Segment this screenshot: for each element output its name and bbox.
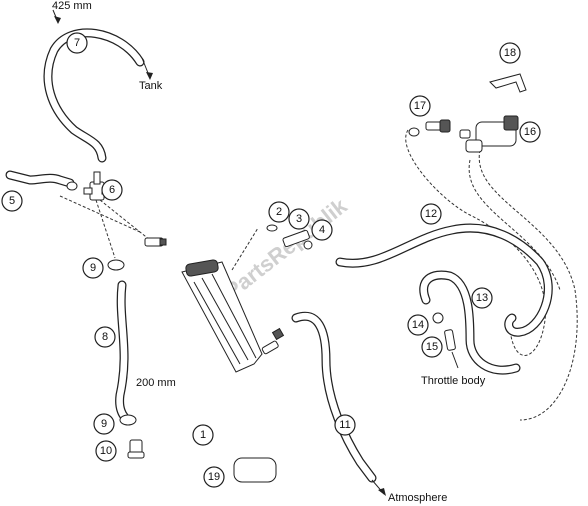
svg-text:8: 8 (102, 331, 108, 343)
dash-line-6b (99, 199, 151, 241)
callout-8: 8 (94, 326, 116, 348)
dash-line-6 (95, 199, 116, 259)
svg-text:2: 2 (276, 206, 282, 218)
tank-label: Tank (139, 80, 163, 92)
callout-3: 3 (288, 208, 310, 230)
svg-text:9: 9 (101, 418, 107, 430)
connector-17[interactable] (408, 119, 451, 137)
svg-text:19: 19 (208, 471, 220, 483)
callout-7: 7 (66, 32, 88, 54)
svg-text:16: 16 (524, 126, 536, 138)
dash-line-16b (478, 149, 578, 421)
hose-11[interactable] (291, 311, 377, 483)
plug-10[interactable] (127, 439, 145, 459)
callout-12: 12 (420, 203, 442, 225)
callout-15: 15 (421, 336, 443, 358)
svg-text:11: 11 (339, 419, 350, 431)
svg-text:13: 13 (476, 292, 488, 304)
callout-9-bottom: 9 (93, 413, 115, 435)
svg-text:15: 15 (426, 341, 438, 353)
washer-4[interactable] (303, 240, 313, 250)
svg-text:7: 7 (74, 37, 80, 49)
callout-1: 1 (192, 424, 214, 446)
hose-12[interactable] (335, 223, 553, 337)
dash-line-2 (231, 227, 259, 271)
svg-text:14: 14 (412, 319, 424, 331)
svg-text:9: 9 (90, 262, 96, 274)
atmosphere-label: Atmosphere (388, 492, 447, 504)
callout-9-top: 9 (82, 257, 104, 279)
callout-10: 10 (95, 440, 117, 462)
cap-19[interactable] (233, 457, 277, 483)
callout-13: 13 (471, 287, 493, 309)
svg-text:6: 6 (109, 184, 115, 196)
callout-11: 11 (334, 414, 356, 436)
svg-text:1: 1 (200, 429, 206, 441)
tank-arrow-head (146, 72, 153, 80)
purge-valve-16[interactable] (459, 115, 519, 153)
connector-3[interactable] (282, 229, 310, 248)
callout-14: 14 (407, 314, 429, 336)
callout-2: 2 (268, 201, 290, 223)
dash-line-16a (405, 129, 547, 356)
callout-16: 16 (519, 121, 541, 143)
canister-1[interactable] (181, 259, 263, 373)
callout-17: 17 (409, 95, 431, 117)
clamp-9-top[interactable] (107, 259, 125, 271)
svg-text:5: 5 (9, 195, 15, 207)
dash-line-5 (59, 195, 141, 233)
svg-text:3: 3 (296, 213, 302, 225)
svg-text:17: 17 (414, 100, 426, 112)
clamp-14[interactable] (432, 312, 444, 324)
o-ring-2[interactable] (266, 224, 278, 232)
canister-fitting[interactable] (144, 237, 167, 247)
svg-text:12: 12 (425, 208, 437, 220)
hose-5[interactable] (5, 170, 75, 188)
callout-6: 6 (101, 179, 123, 201)
length-arrow-top (54, 16, 61, 24)
svg-text:18: 18 (504, 47, 516, 59)
throttle-arrow (451, 351, 459, 369)
atmosphere-arrow-head (378, 488, 386, 496)
nozzle-15[interactable] (444, 329, 456, 351)
bracket-18[interactable] (489, 73, 527, 93)
hose-7[interactable] (43, 28, 145, 163)
clamp-9-bottom[interactable] (119, 414, 137, 426)
hose-length-side-label: 200 mm (136, 377, 176, 389)
hose-8[interactable] (115, 280, 129, 421)
throttle-body-label: Throttle body (421, 375, 486, 387)
callout-5: 5 (1, 190, 23, 212)
clamp-6[interactable] (66, 181, 78, 191)
svg-text:10: 10 (100, 445, 112, 457)
hose-13[interactable] (419, 270, 521, 375)
svg-text:4: 4 (319, 224, 325, 236)
callout-4: 4 (311, 219, 333, 241)
callout-19: 19 (203, 466, 225, 488)
canister-bottom-fitting[interactable] (261, 327, 285, 355)
hose-length-top-label: 425 mm (52, 0, 92, 12)
dash-line-16c (468, 159, 561, 291)
callout-18: 18 (499, 42, 521, 64)
